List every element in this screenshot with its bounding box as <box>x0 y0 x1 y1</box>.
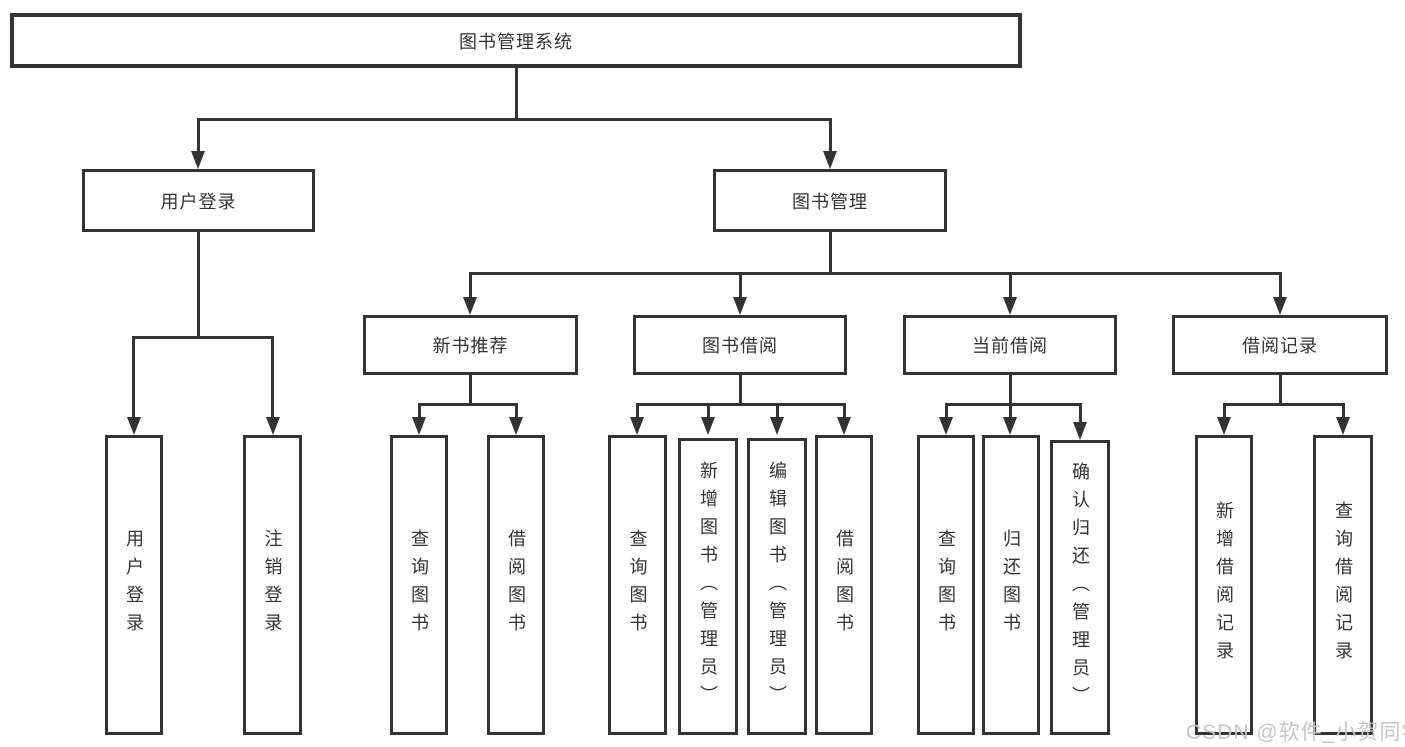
connector-stem-e1 <box>1223 403 1226 417</box>
csdn-watermark: CSDN @软件_小贺同学 <box>1186 721 1405 744</box>
node-current-borrow-label: 当前借阅 <box>972 336 1048 356</box>
arrowhead-e2 <box>1336 417 1350 435</box>
arrowhead-book-management <box>823 151 837 169</box>
arrowhead-c1 <box>630 417 644 435</box>
arrowhead-leaf-logout <box>266 417 280 435</box>
connector-current-borrow-stub <box>1009 375 1012 406</box>
node-leaf-user-login-label: 用户登录 <box>124 529 144 641</box>
node-leaf-query-book-1: 查询图书 <box>390 435 448 735</box>
node-leaf-return-book-label: 归还图书 <box>1001 529 1021 641</box>
connector-stem-d2 <box>1009 403 1012 417</box>
node-user-login: 用户登录 <box>82 169 315 232</box>
node-user-login-label: 用户登录 <box>160 191 237 212</box>
connector-stem-c1 <box>636 403 639 417</box>
connector-stem-leaf-logout <box>271 336 274 417</box>
node-new-book-recommend-label: 新书推荐 <box>432 336 509 356</box>
node-leaf-query-borrow-record: 查询借阅记录 <box>1313 435 1373 735</box>
node-leaf-edit-book-admin: 编辑图书（管理员） <box>747 438 807 735</box>
connector-stem-book-borrow <box>739 272 742 297</box>
node-leaf-borrow-book-2: 借阅图书 <box>815 435 873 735</box>
arrowhead-leaf-login <box>127 417 141 435</box>
connector-stem-d1 <box>945 403 948 417</box>
node-current-borrow: 当前借阅 <box>903 315 1117 375</box>
node-book-management: 图书管理 <box>713 169 947 232</box>
connector-user-login-stub <box>197 232 200 339</box>
arrowhead-d2 <box>1003 417 1017 435</box>
node-leaf-logout: 注销登录 <box>243 435 302 735</box>
connector-root-stub <box>515 68 518 121</box>
node-book-borrow-label: 图书借阅 <box>702 336 778 356</box>
connector-book-management-stub <box>829 232 832 275</box>
arrowhead-d1 <box>939 417 953 435</box>
connector-stem-b2 <box>515 403 518 417</box>
node-leaf-return-book: 归还图书 <box>982 435 1040 735</box>
node-leaf-query-borrow-record-label: 查询借阅记录 <box>1333 501 1353 669</box>
node-leaf-borrow-book-2-label: 借阅图书 <box>834 529 854 641</box>
connector-book-borrow-rail <box>636 403 846 406</box>
arrowhead-new-book <box>463 297 477 315</box>
node-book-borrow: 图书借阅 <box>633 315 847 375</box>
node-leaf-user-login: 用户登录 <box>105 435 163 735</box>
node-leaf-confirm-return-admin: 确认归还（管理员） <box>1050 440 1110 735</box>
connector-user-login-rail <box>132 336 274 339</box>
connector-book-borrow-stub <box>739 375 742 406</box>
node-borrow-records-label: 借阅记录 <box>1242 336 1318 356</box>
node-leaf-query-book-3-label: 查询图书 <box>936 529 956 641</box>
node-root: 图书管理系统 <box>10 13 1022 68</box>
node-leaf-add-borrow-record-label: 新增借阅记录 <box>1214 501 1234 669</box>
arrowhead-borrow-records <box>1273 297 1287 315</box>
node-leaf-logout-label: 注销登录 <box>262 529 283 641</box>
node-leaf-query-book-3: 查询图书 <box>917 435 975 735</box>
connector-stem-current-borrow <box>1009 272 1012 297</box>
connector-stem-user-login <box>197 118 200 152</box>
node-leaf-query-book-2-label: 查询图书 <box>627 529 648 641</box>
node-leaf-borrow-book-1: 借阅图书 <box>487 435 545 735</box>
node-borrow-records: 借阅记录 <box>1172 315 1388 375</box>
node-leaf-edit-book-admin-label: 编辑图书（管理员） <box>767 460 787 713</box>
arrowhead-book-borrow <box>733 297 747 315</box>
connector-book-management-rail <box>469 272 1282 275</box>
node-book-management-label: 图书管理 <box>792 191 868 212</box>
connector-current-borrow-rail <box>945 403 1082 406</box>
arrowhead-c4 <box>837 417 851 435</box>
connector-new-book-stub <box>469 375 472 406</box>
connector-new-book-rail <box>418 403 518 406</box>
arrowhead-e1 <box>1217 417 1231 435</box>
connector-stem-new-book <box>469 272 472 297</box>
connector-stem-leaf-login <box>132 336 135 417</box>
connector-stem-e2 <box>1342 403 1345 417</box>
arrowhead-b1 <box>412 417 426 435</box>
node-leaf-add-book-admin-label: 新增图书（管理员） <box>698 460 718 713</box>
node-leaf-confirm-return-admin-label: 确认归还（管理员） <box>1070 461 1090 714</box>
connector-stem-d3 <box>1079 403 1082 422</box>
connector-stem-c3 <box>776 403 779 417</box>
arrowhead-b2 <box>509 417 523 435</box>
node-leaf-query-book-1-label: 查询图书 <box>409 529 429 641</box>
connector-stem-c4 <box>843 403 846 417</box>
arrowhead-c2 <box>701 417 715 435</box>
arrowhead-c3 <box>770 417 784 435</box>
connector-stem-book-management <box>829 118 832 152</box>
node-root-label: 图书管理系统 <box>459 31 573 52</box>
arrowhead-current-borrow <box>1003 297 1017 315</box>
connector-borrow-records-rail <box>1223 403 1345 406</box>
connector-borrow-records-stub <box>1279 375 1282 406</box>
node-leaf-add-borrow-record: 新增借阅记录 <box>1195 435 1253 735</box>
arrowhead-d3 <box>1073 422 1087 440</box>
arrowhead-user-login <box>191 151 205 169</box>
connector-stem-borrow-records <box>1279 272 1282 297</box>
node-new-book-recommend: 新书推荐 <box>363 315 578 375</box>
connector-stem-c2 <box>707 403 710 417</box>
connector-stem-b1 <box>418 403 421 417</box>
node-leaf-add-book-admin: 新增图书（管理员） <box>678 438 738 735</box>
node-leaf-borrow-book-1-label: 借阅图书 <box>506 529 526 641</box>
connector-root-rail <box>197 118 832 121</box>
node-leaf-query-book-2: 查询图书 <box>608 435 667 735</box>
